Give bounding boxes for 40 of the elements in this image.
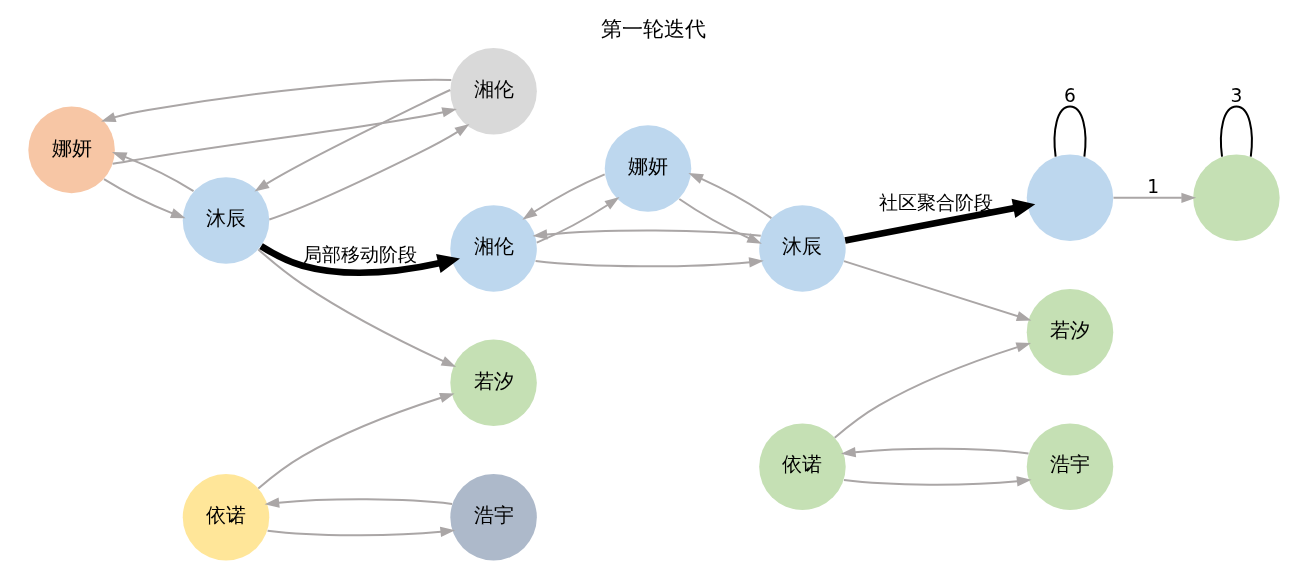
node-circle: 若汐 bbox=[1026, 289, 1114, 376]
arrow bbox=[833, 342, 1032, 439]
arrow bbox=[844, 198, 1036, 244]
edge-label: 局部移动阶段 bbox=[302, 243, 417, 265]
arrow bbox=[522, 173, 606, 220]
arrow bbox=[688, 173, 773, 220]
edge-label: 6 bbox=[1064, 84, 1076, 106]
node-circle: 浩宇 bbox=[1026, 423, 1114, 510]
arrow bbox=[532, 229, 762, 240]
node-circle: 沐辰 bbox=[759, 205, 846, 292]
connector bbox=[1053, 105, 1087, 158]
arrow bbox=[111, 107, 457, 165]
node-circle: 浩宇 bbox=[450, 474, 537, 561]
arrow bbox=[111, 152, 195, 193]
node-circle: 依诺 bbox=[759, 423, 846, 510]
arrow bbox=[259, 243, 460, 276]
edge-label: 1 bbox=[1147, 175, 1160, 197]
arrow bbox=[103, 178, 186, 219]
edge-label: 3 bbox=[1230, 84, 1243, 106]
node-circle bbox=[1026, 154, 1114, 242]
arrow bbox=[1112, 192, 1197, 203]
arrow bbox=[264, 497, 454, 508]
arrow bbox=[678, 197, 762, 244]
edge-label: 社区聚合阶段 bbox=[879, 191, 994, 213]
arrow bbox=[843, 260, 1032, 321]
arrow bbox=[101, 78, 453, 122]
arrow bbox=[257, 248, 457, 368]
arrow bbox=[843, 476, 1032, 487]
connector bbox=[1220, 105, 1253, 158]
node-circle: 依诺 bbox=[182, 474, 270, 561]
arrow bbox=[841, 447, 1030, 458]
arrow bbox=[254, 89, 452, 192]
diagram-title: 第一轮迭代 bbox=[601, 15, 707, 41]
arrow bbox=[535, 197, 620, 244]
arrow bbox=[257, 393, 455, 490]
arrow bbox=[268, 123, 470, 221]
node-circle bbox=[1193, 154, 1280, 242]
node-circle: 若汐 bbox=[450, 339, 537, 427]
arrow bbox=[534, 257, 764, 268]
arrow bbox=[266, 526, 456, 537]
